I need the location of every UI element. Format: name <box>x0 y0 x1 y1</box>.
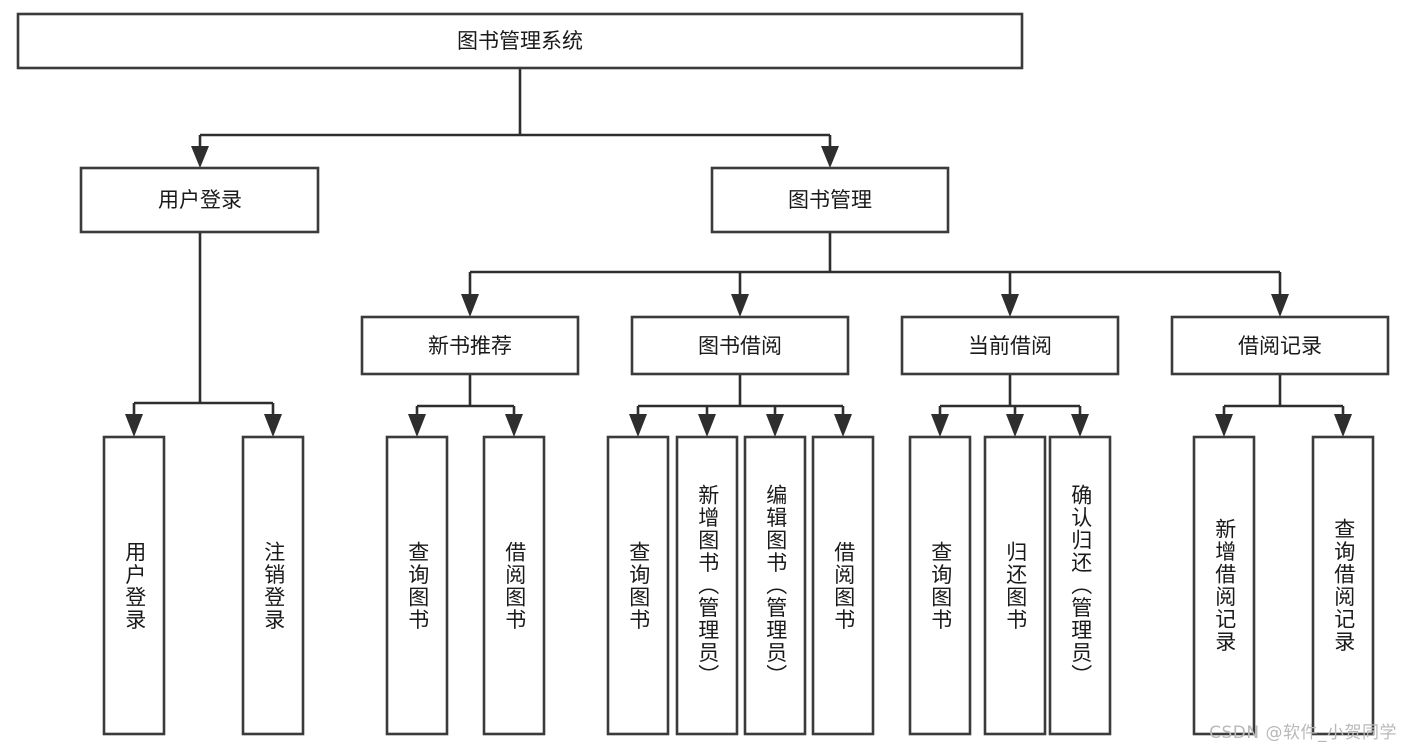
arrowhead-leaf-borrow-book <box>834 414 852 437</box>
arrowhead-leaf-confirm-return <box>1071 414 1089 437</box>
arrowhead-to-borrow-record <box>1271 294 1289 317</box>
node-layer: 图书管理系统 用户登录 图书管理 新书推荐 图书借阅 <box>16 12 1390 736</box>
edge-bookmanage-trunk <box>468 232 1282 303</box>
node-book-borrow-box[interactable] <box>630 315 850 376</box>
node-book-borrow[interactable]: 图书借阅 <box>630 315 850 376</box>
node-leaf-borrow-book-rec-box[interactable] <box>482 435 546 736</box>
node-leaf-add-book-box[interactable] <box>675 435 739 736</box>
node-borrow-record-box[interactable] <box>1170 315 1390 376</box>
arrowhead-leaf-query-book-cur <box>931 414 949 437</box>
node-leaf-logout-box[interactable] <box>241 435 305 736</box>
node-user-login[interactable]: 用户登录 <box>79 166 320 234</box>
arrowhead-leaf-user-login <box>125 414 143 437</box>
arrowhead-to-user-login <box>191 146 209 168</box>
edge-newbook-trunk <box>415 374 516 423</box>
node-leaf-confirm-return-box[interactable] <box>1048 435 1112 736</box>
edge-borrowrecord-trunk <box>1222 374 1345 423</box>
node-book-manage-box[interactable] <box>710 166 950 234</box>
node-new-book-recommend[interactable]: 新书推荐 <box>360 315 580 376</box>
csdn-watermark: CSDN @软件_小贺同学 <box>1209 723 1397 743</box>
arrowhead-to-book-manage <box>821 146 839 168</box>
arrowhead-leaf-query-book-rec <box>408 414 426 437</box>
node-root-box[interactable] <box>16 12 1024 70</box>
arrowhead-leaf-logout <box>264 414 282 437</box>
node-leaf-user-login-box[interactable] <box>102 435 166 736</box>
arrowhead-leaf-add-record <box>1215 414 1233 437</box>
node-current-borrow-label: 当前借阅 <box>968 334 1052 358</box>
arrowhead-leaf-add-book <box>698 414 716 437</box>
node-current-borrow-box[interactable] <box>900 315 1120 376</box>
node-new-book-recommend-box[interactable] <box>360 315 580 376</box>
node-new-book-recommend-label: 新书推荐 <box>428 334 512 358</box>
edge-bookborrow-trunk <box>636 374 845 423</box>
arrowhead-to-current-borrow <box>1001 294 1019 317</box>
arrowhead-leaf-return-book <box>1006 414 1024 437</box>
node-leaf-return-book-box[interactable] <box>983 435 1047 736</box>
node-book-borrow-label: 图书借阅 <box>698 334 782 358</box>
node-leaf-query-book-cur-box[interactable] <box>908 435 972 736</box>
node-book-manage[interactable]: 图书管理 <box>710 166 950 234</box>
node-borrow-record[interactable]: 借阅记录 <box>1170 315 1390 376</box>
arrowhead-leaf-edit-book <box>766 414 784 437</box>
node-root-label: 图书管理系统 <box>457 29 583 53</box>
node-book-manage-label: 图书管理 <box>788 188 872 212</box>
arrowhead-to-book-borrow <box>731 294 749 317</box>
node-leaf-query-book-rec-box[interactable] <box>385 435 449 736</box>
arrowhead-leaf-borrow-book-rec <box>505 414 523 437</box>
node-current-borrow[interactable]: 当前借阅 <box>900 315 1120 376</box>
arrowhead-leaf-query-book-borrow <box>629 414 647 437</box>
edge-root-trunk <box>198 68 832 155</box>
node-leaf-query-record-box[interactable] <box>1311 435 1375 736</box>
arrowhead-to-new-book-recommend <box>461 294 479 317</box>
node-leaf-edit-book-box[interactable] <box>743 435 807 736</box>
arrowhead-leaf-query-record <box>1334 414 1352 437</box>
node-leaf-query-book-borrow-box[interactable] <box>606 435 670 736</box>
node-borrow-record-label: 借阅记录 <box>1238 334 1322 358</box>
edge-layer <box>125 68 1352 437</box>
node-root[interactable]: 图书管理系统 <box>16 12 1024 70</box>
node-leaf-add-record-box[interactable] <box>1192 435 1256 736</box>
node-user-login-box[interactable] <box>79 166 320 234</box>
edge-userlogin-trunk <box>132 232 275 423</box>
node-user-login-label: 用户登录 <box>158 188 242 212</box>
node-leaf-borrow-book-box[interactable] <box>811 435 875 736</box>
